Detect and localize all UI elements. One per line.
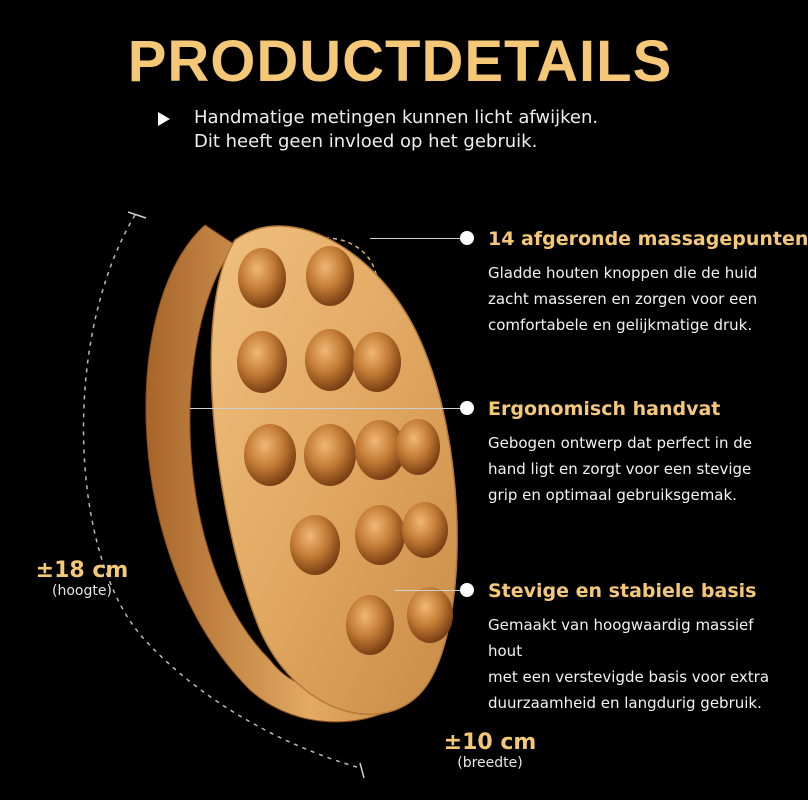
feature-text-line: duurzaamheid en langdurig gebruik. (488, 694, 762, 712)
height-dimension-arc (82, 214, 361, 769)
bullet-dot-1 (460, 231, 474, 245)
width-label: (breedte) (457, 755, 523, 771)
feature-text-line: Gladde houten knoppen die de huid (488, 264, 758, 282)
feature-title: Ergonomisch handvat (488, 398, 721, 420)
feature-text-line: grip en optimaal gebruiksgemak. (488, 486, 737, 504)
height-label: (hoogte) (52, 583, 112, 599)
feature-text-line: comfortabele en gelijkmatige druk. (488, 316, 753, 334)
feature-title: 14 afgeronde massagepunten (488, 228, 808, 250)
feature-text-line: Gemaakt van hoogwaardig massief hout (488, 616, 754, 660)
bullet-dot-2 (460, 401, 474, 415)
leader-line-1 (370, 238, 468, 239)
feature-stable-base: Stevige en stabiele basis Gemaakt van ho… (488, 580, 788, 716)
leader-line-3 (395, 590, 468, 591)
feature-text-line: Gebogen ontwerp dat perfect in de (488, 434, 752, 452)
height-value: ±18 cm (35, 558, 129, 583)
page-title: PRODUCTDETAILS (127, 29, 673, 94)
play-arrow-icon (158, 112, 170, 126)
height-dimension: ±18 cm (hoogte) (22, 558, 142, 599)
leader-line-2 (190, 408, 468, 409)
feature-massage-points: 14 afgeronde massagepunten Gladde houten… (488, 228, 808, 338)
measurement-note: Handmatige metingen kunnen licht afwijke… (158, 106, 598, 154)
bullet-dot-3 (460, 583, 474, 597)
feature-text-line: hand ligt en zorgt voor een stevige (488, 460, 752, 478)
feature-title: Stevige en stabiele basis (488, 580, 757, 602)
feature-ergonomic-handle: Ergonomisch handvat Gebogen ontwerp dat … (488, 398, 788, 508)
width-value: ±10 cm (443, 730, 537, 755)
width-dimension: ±10 cm (breedte) (430, 730, 550, 771)
note-line-2: Dit heeft geen invloed op het gebruik. (194, 131, 538, 152)
massage-knobs (237, 246, 453, 655)
feature-text-line: zacht masseren en zorgen voor een (488, 290, 758, 308)
feature-text-line: met een verstevigde basis voor extra (488, 668, 770, 686)
note-line-1: Handmatige metingen kunnen licht afwijke… (194, 107, 599, 128)
